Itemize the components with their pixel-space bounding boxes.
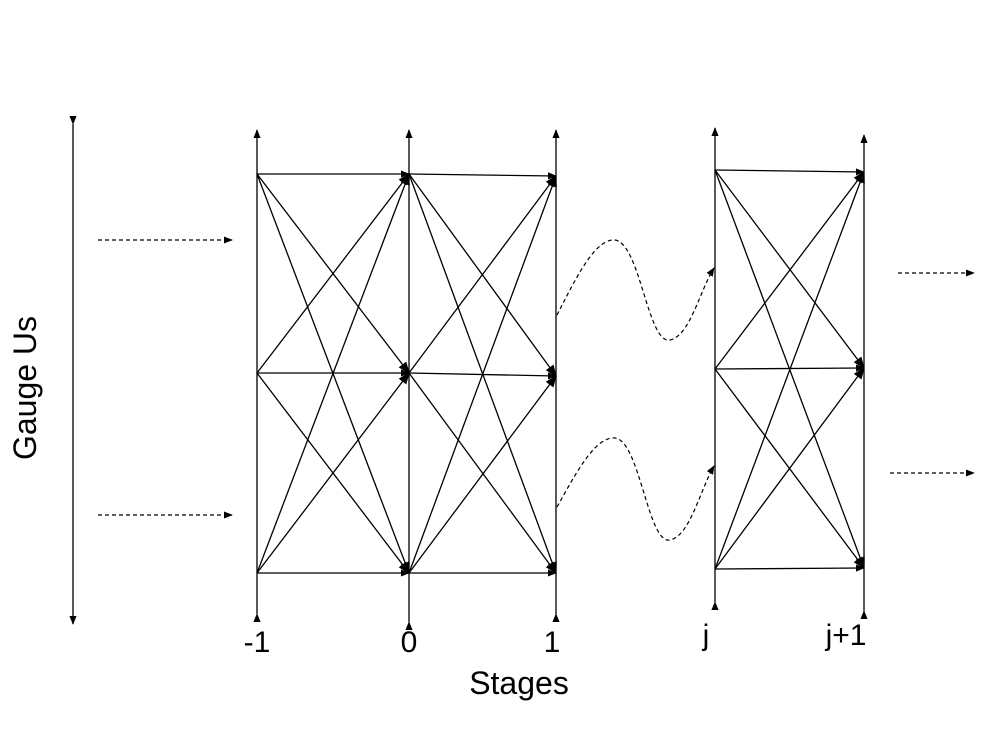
wavy-connector-bottom [556,437,715,541]
edge-0-n0-to-1-n0 [408,172,557,180]
edge-j-n0-to-j-plus-1-n0 [714,168,865,176]
stage-label-0: 0 [401,626,418,659]
stage-label-j: j [702,619,710,652]
edge-0-n1-to-1-n2 [408,372,557,574]
edge-minus-1-n2-to-0-n1 [256,372,410,574]
wavy-connector-top [556,239,715,341]
edge-j-n1-to-j-plus-1-n0 [714,171,865,370]
stage-label-j-plus-1: j+1 [825,619,867,652]
edge-0-n2-to-1-n0 [408,174,557,574]
edge-j-n2-to-j-plus-1-n0 [714,170,865,570]
edge-j-n2-to-j-plus-1-n2 [714,564,865,572]
edge-0-n1-to-1-n0 [408,175,557,374]
edge-j-n2-to-j-plus-1-n1 [714,367,865,570]
stage-axes [253,127,868,631]
transition-edges [256,168,865,577]
edge-0-n2-to-1-n1 [408,375,557,574]
edge-j-n0-to-j-plus-1-n1 [714,169,865,369]
edge-j-n1-to-j-plus-1-n1 [714,364,865,372]
stages-axis-label: Stages [469,665,569,701]
edge-minus-1-n2-to-0-n0 [256,172,410,574]
stage-label-1: 1 [544,626,561,659]
stage-label-minus-1: -1 [244,626,271,659]
edge-minus-1-n1-to-0-n0 [256,173,410,374]
gauge-axis-label: Gauge Us [7,316,43,460]
